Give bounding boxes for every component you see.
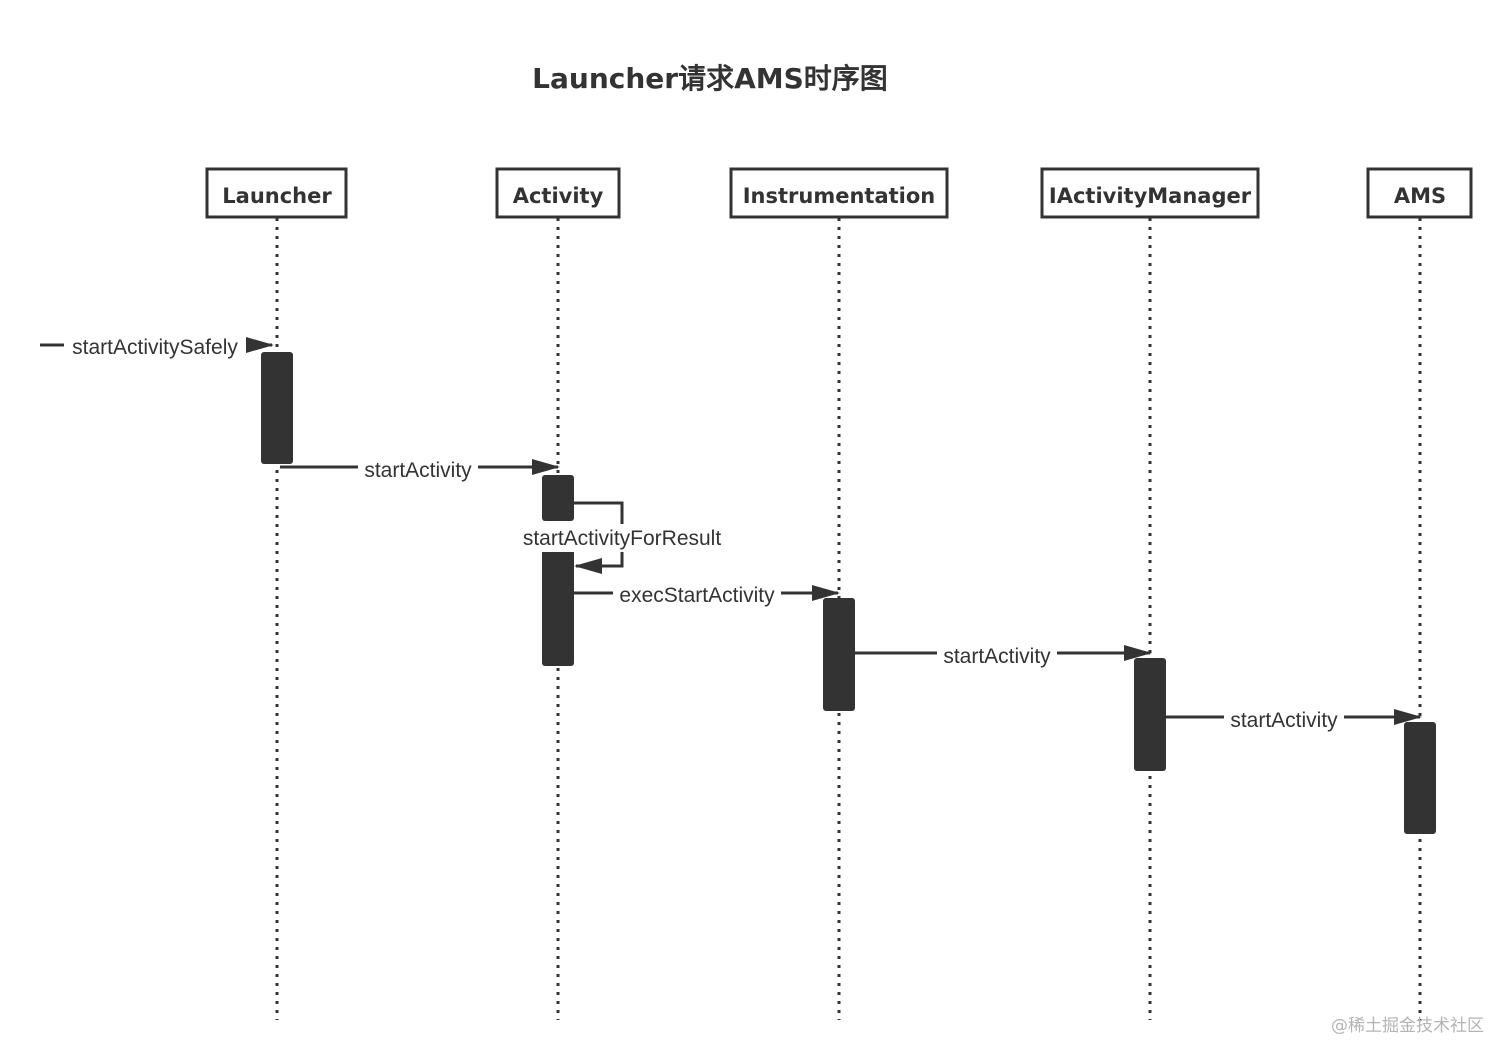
actor-label-instrumentation: Instrumentation xyxy=(743,184,936,208)
message-label-activity-to-instrumentation: execStartActivity xyxy=(619,584,775,607)
message-label-bg xyxy=(514,524,730,552)
activation-bar-activity-1 xyxy=(542,475,574,521)
lifelines xyxy=(275,218,1422,1020)
actor-activity: Activity xyxy=(495,167,621,219)
actor-box-instrumentation xyxy=(729,167,949,219)
message-activity-to-instrumentation: execStartActivity xyxy=(574,581,840,608)
message-launcher-to-activity: startActivity xyxy=(280,456,560,483)
message-label-bg xyxy=(358,456,478,483)
message-label-start-activity-safely: startActivitySafely xyxy=(72,336,238,359)
activation-bar-ams xyxy=(1404,722,1436,834)
message-start-activity-safely: startActivitySafely xyxy=(40,333,274,360)
actor-box-launcher xyxy=(205,167,348,219)
message-label-bg xyxy=(1224,706,1344,733)
actor-label-launcher: Launcher xyxy=(222,184,332,208)
message-label-instrumentation-to-iactivitymanager: startActivity xyxy=(943,645,1051,668)
activation-bar-iactivitymanager xyxy=(1134,658,1166,771)
message-instrumentation-to-iactivitymanager: startActivity xyxy=(855,642,1152,669)
actor-box-iactivitymanager xyxy=(1040,167,1260,219)
message-iactivitymanager-to-ams: startActivity xyxy=(1166,706,1422,733)
diagram-title: Launcher请求AMS时序图 xyxy=(532,62,888,95)
activation-bar-activity-2 xyxy=(542,548,574,666)
message-label-iactivitymanager-to-ams: startActivity xyxy=(1230,709,1338,732)
watermark-text: @稀土掘金技术社区 xyxy=(1331,1016,1484,1036)
message-activity-self: startActivityForResult xyxy=(514,501,730,574)
actor-label-activity: Activity xyxy=(513,184,604,208)
actor-label-iactivitymanager: IActivityManager xyxy=(1049,184,1252,208)
actor-launcher: Launcher xyxy=(205,167,348,219)
activation-bar-instrumentation xyxy=(823,598,855,711)
actor-box-activity xyxy=(495,167,621,219)
actor-box-ams xyxy=(1366,167,1473,219)
activation-bars xyxy=(261,352,1436,834)
message-label-bg xyxy=(937,642,1057,669)
message-label-bg xyxy=(613,581,781,608)
actor-ams: AMS xyxy=(1366,167,1473,219)
message-label-activity-self: startActivityForResult xyxy=(523,527,722,550)
message-label-launcher-to-activity: startActivity xyxy=(364,459,472,482)
actor-label-ams: AMS xyxy=(1394,184,1446,208)
actor-instrumentation: Instrumentation xyxy=(729,167,949,219)
actor-iactivitymanager: IActivityManager xyxy=(1040,167,1260,219)
activation-bar-launcher xyxy=(261,352,293,464)
message-label-bg xyxy=(64,333,246,360)
